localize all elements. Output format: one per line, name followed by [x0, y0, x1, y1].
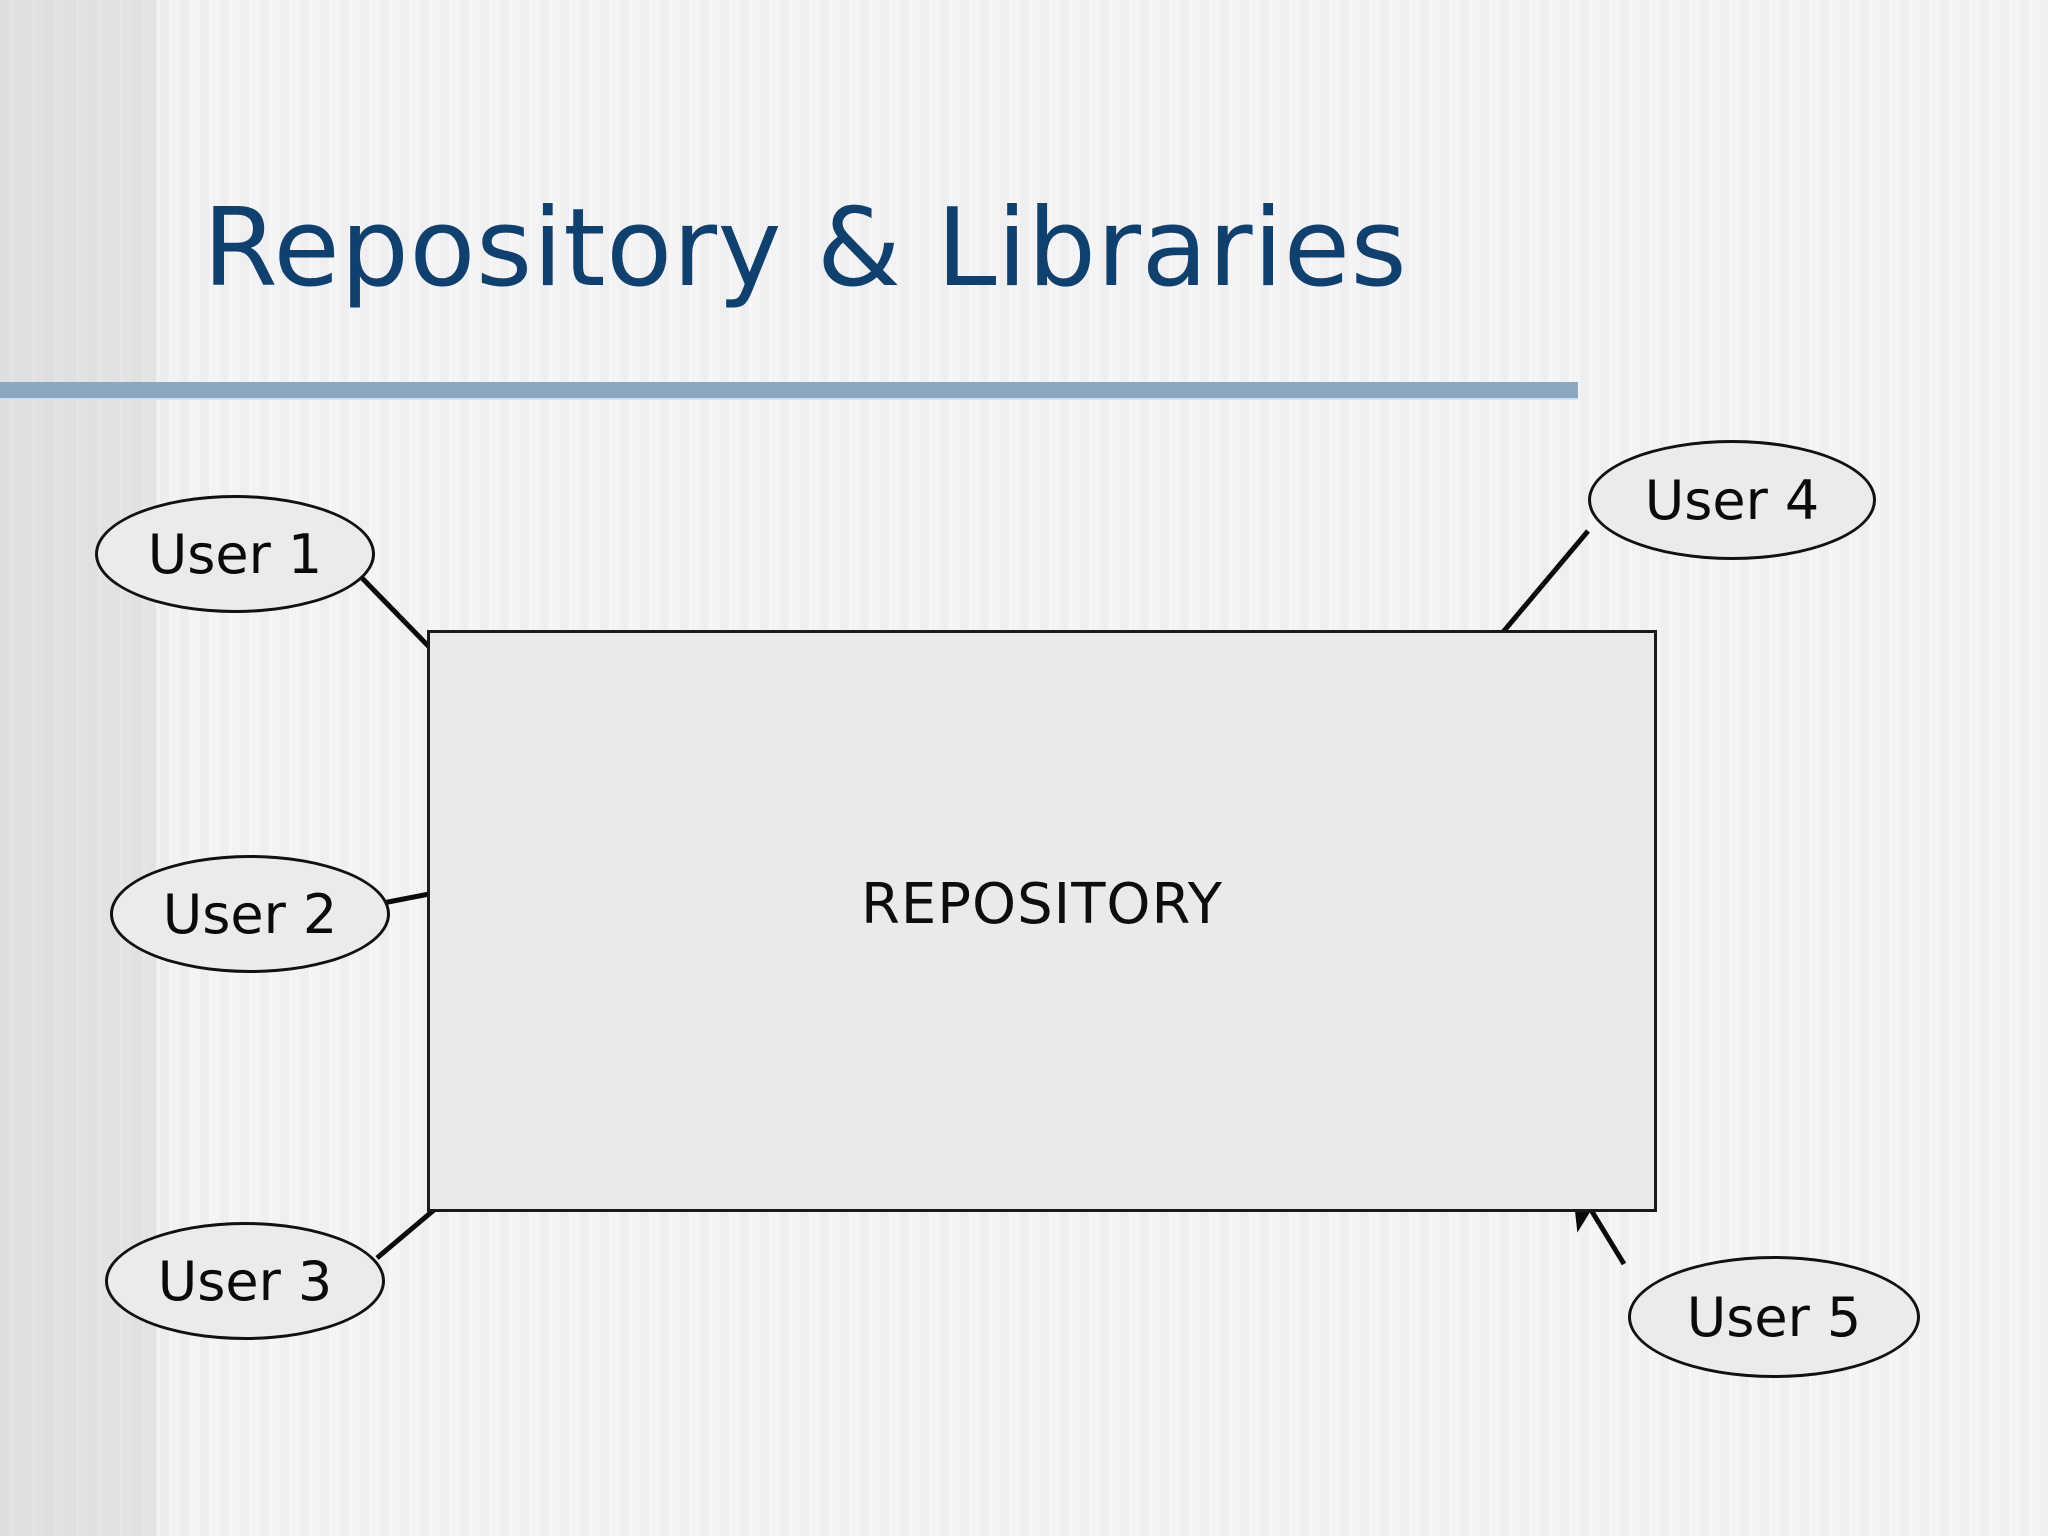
node-user-2: User 2	[110, 855, 390, 973]
slide-title: Repository & Libraries	[202, 186, 1408, 311]
node-user-4: User 4	[1588, 440, 1876, 560]
node-user-1-label: User 1	[147, 522, 323, 586]
node-user-5: User 5	[1628, 1256, 1920, 1378]
node-user-3: User 3	[105, 1222, 385, 1340]
node-user-2-label: User 2	[162, 882, 338, 946]
node-user-5-label: User 5	[1686, 1285, 1862, 1349]
node-user-3-label: User 3	[157, 1249, 333, 1313]
title-divider-rule	[0, 382, 1578, 400]
node-user-4-label: User 4	[1644, 468, 1820, 532]
repository-label: REPOSITORY	[860, 872, 1224, 937]
node-user-1: User 1	[95, 495, 375, 613]
repository-box	[427, 630, 1657, 1212]
